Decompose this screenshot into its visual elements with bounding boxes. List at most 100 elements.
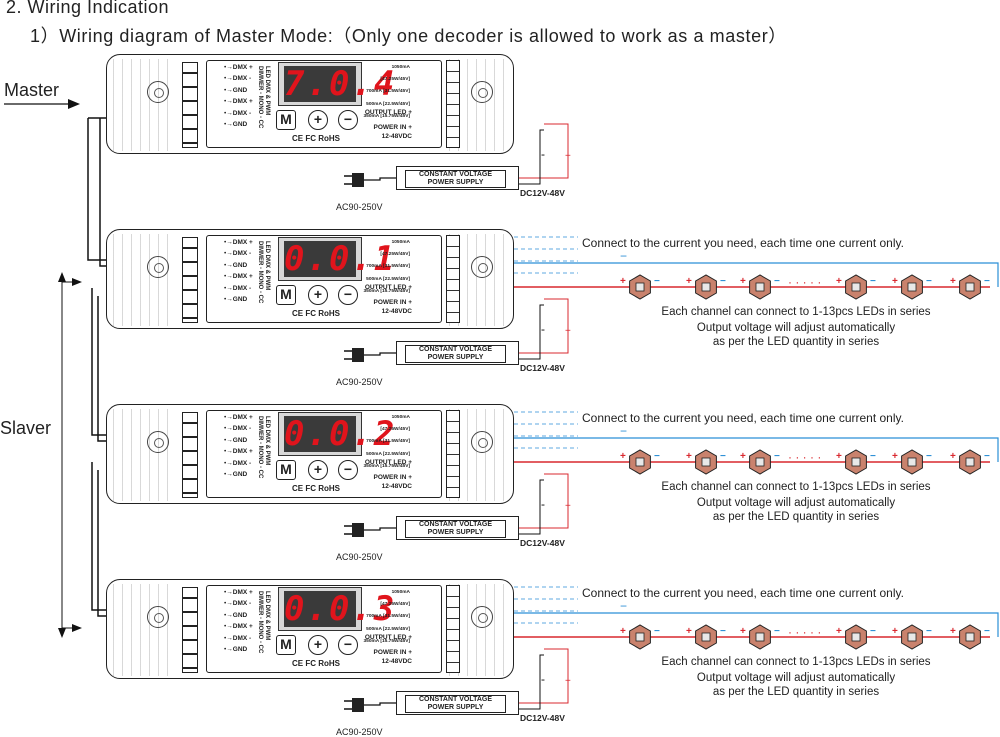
- down-button[interactable]: −: [338, 460, 358, 480]
- slaver-arrow-down: [58, 628, 66, 638]
- dmx-terminal-block: [182, 412, 198, 498]
- led-display: 7.0.4: [278, 62, 394, 106]
- model-line-1: LED DMX & PWM: [264, 66, 270, 116]
- current-option: 700mA [31.5W/45V]: [366, 439, 410, 445]
- dmx-label: DMX -: [224, 458, 253, 469]
- model-line-2: DIMMER - MONO - CC: [257, 416, 263, 479]
- mode-button[interactable]: M: [276, 285, 296, 305]
- psu-line-2: POWER SUPPLY: [427, 528, 484, 536]
- dmx-label: DMX +: [224, 62, 253, 73]
- current-option: 700mA [31.5W/45V]: [366, 614, 410, 620]
- led-display: 0.0.1: [278, 237, 397, 281]
- mounting-hole-right: [471, 606, 493, 628]
- certification-marks: CE FC RoHS: [292, 309, 340, 318]
- led-chip: [907, 282, 917, 292]
- dmx-label: DMX +: [224, 587, 253, 598]
- led-minus: −: [774, 276, 780, 287]
- dmx-label: GND: [224, 294, 253, 305]
- dmx-label: DMX -: [224, 283, 253, 294]
- led-minus: −: [720, 626, 726, 637]
- model-text: LED DMX & PWM DIMMER - MONO - CC: [256, 237, 278, 303]
- ac-cable: [364, 177, 396, 181]
- dmx-label: GND: [224, 260, 253, 271]
- display-digits: 0.0.1: [284, 239, 397, 279]
- up-button[interactable]: +: [308, 110, 328, 130]
- led-chip: [965, 282, 975, 292]
- psu-line-2: POWER SUPPLY: [427, 353, 484, 361]
- ac-input-label: AC90-250V: [336, 202, 383, 212]
- led-minus: −: [984, 276, 990, 287]
- power-wire-negative: [519, 479, 544, 535]
- led-chip: [701, 457, 711, 467]
- output-led-label: OUTPUT LED +: [364, 634, 412, 641]
- current-options: 1050mA [47.25W/45V] 700mA [31.5W/45V] 50…: [362, 237, 410, 298]
- dmx-terminal-labels: DMX + DMX - GND DMX + DMX - GND: [224, 237, 253, 305]
- ac-plug-body: [352, 698, 364, 712]
- down-button[interactable]: −: [338, 110, 358, 130]
- output-labels: OUTPUT LED + POWER IN + 12-48VDC: [358, 283, 412, 316]
- current-option: 700mA [31.5W/45V]: [366, 89, 410, 95]
- led-minus: −: [774, 626, 780, 637]
- mode-button[interactable]: M: [276, 635, 296, 655]
- up-button[interactable]: +: [308, 635, 328, 655]
- current-option: 500mA [22.5W/45V]: [366, 276, 410, 282]
- down-button[interactable]: −: [338, 285, 358, 305]
- current-option: 500mA [22.5W/45V]: [366, 451, 410, 457]
- led-chip: [907, 632, 917, 642]
- led-minus: −: [926, 451, 932, 462]
- led-plus: +: [620, 626, 626, 637]
- led-return-wire: [430, 437, 999, 462]
- voltage-note-1: Output voltage will adjust automatically: [696, 497, 896, 509]
- down-button[interactable]: −: [338, 635, 358, 655]
- power-in-label: POWER IN +: [373, 124, 412, 131]
- led-chip: [755, 457, 765, 467]
- led-chip: [965, 632, 975, 642]
- power-in-label: POWER IN +: [373, 299, 412, 306]
- decoder-unit-3: DMX + DMX - GND DMX + DMX - GND LED DMX …: [96, 404, 522, 514]
- current-options: 1050mA [47.25W/45V] 700mA [31.5W/45V] 50…: [362, 62, 410, 123]
- current-option: 1050mA [47.25W/45V]: [380, 415, 410, 433]
- minus-sign: -: [541, 322, 545, 336]
- model-line-2: DIMMER - MONO - CC: [257, 591, 263, 654]
- master-arrow-head: [68, 99, 80, 109]
- led-minus: −: [984, 451, 990, 462]
- output-terminal-block: [446, 235, 460, 323]
- current-options: 1050mA [47.25W/45V] 700mA [31.5W/45V] 50…: [362, 412, 410, 473]
- dmx-label: DMX -: [224, 633, 253, 644]
- dc-output-label: DC12V-48V: [520, 363, 565, 373]
- psu-line-1: CONSTANT VOLTAGE: [418, 696, 493, 703]
- ac-input-label: AC90-250V: [336, 377, 383, 387]
- blue-minus: −: [620, 599, 627, 613]
- psu-line-2: POWER SUPPLY: [427, 178, 484, 186]
- mounting-hole-right: [471, 431, 493, 453]
- up-button[interactable]: +: [308, 285, 328, 305]
- dmx-label: DMX -: [224, 423, 253, 434]
- dmx-label: GND: [224, 469, 253, 480]
- current-option: 1050mA [47.25W/45V]: [380, 240, 410, 258]
- certification-marks: CE FC RoHS: [292, 134, 340, 143]
- up-button[interactable]: +: [308, 460, 328, 480]
- mode-button[interactable]: M: [276, 460, 296, 480]
- power-in-label: POWER IN +: [373, 474, 412, 481]
- led-chip: [851, 632, 861, 642]
- current-option: 500mA [22.5W/45V]: [366, 626, 410, 632]
- current-option: 500mA [22.5W/45V]: [366, 101, 410, 107]
- mode-button[interactable]: M: [276, 110, 296, 130]
- led-chip: [701, 282, 711, 292]
- dc-output-label: DC12V-48V: [520, 188, 565, 198]
- section-title: 2. Wiring Indication: [6, 0, 170, 17]
- led-plus: +: [892, 276, 898, 287]
- dmx-terminal-labels: DMX + DMX - GND DMX + DMX - GND: [224, 587, 253, 655]
- power-wire-positive: [519, 123, 569, 179]
- current-option: 350mA [15.75W/45V]: [363, 288, 410, 294]
- dmx-label: DMX +: [224, 412, 253, 423]
- led-chip: [635, 457, 645, 467]
- model-line-1: LED DMX & PWM: [264, 591, 270, 641]
- led-minus: −: [926, 276, 932, 287]
- led-ellipsis: · · · · ·: [788, 275, 822, 289]
- housing-ribs-left: [113, 584, 173, 676]
